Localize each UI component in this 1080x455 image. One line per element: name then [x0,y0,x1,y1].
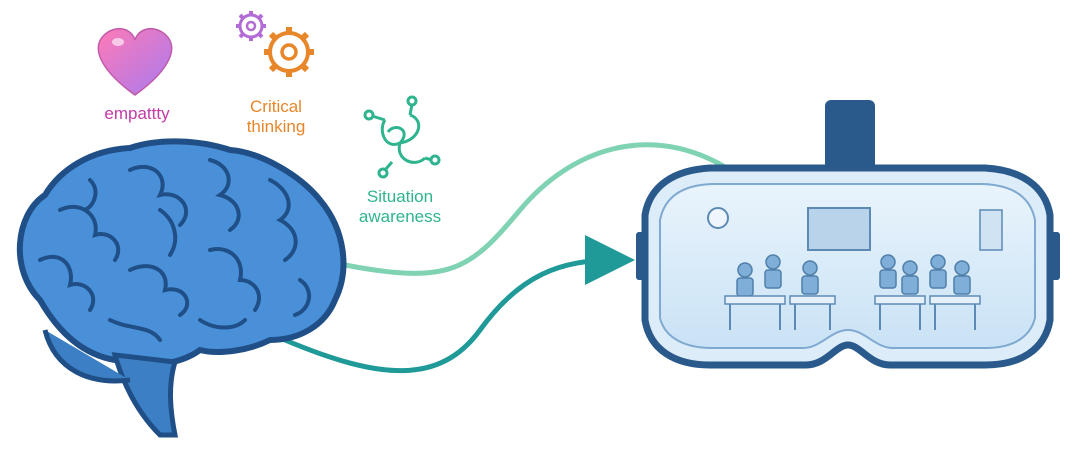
situation-awareness-label: Situation awareness [350,187,450,227]
critical-thinking-label: Critical thinking [236,97,316,137]
vr-headset-icon [636,100,1060,365]
gears-icon [236,11,314,77]
heart-icon [98,29,171,95]
brain-icon [20,141,344,435]
empathy-label: empattty [92,104,182,124]
swirl-network-icon [365,97,439,177]
